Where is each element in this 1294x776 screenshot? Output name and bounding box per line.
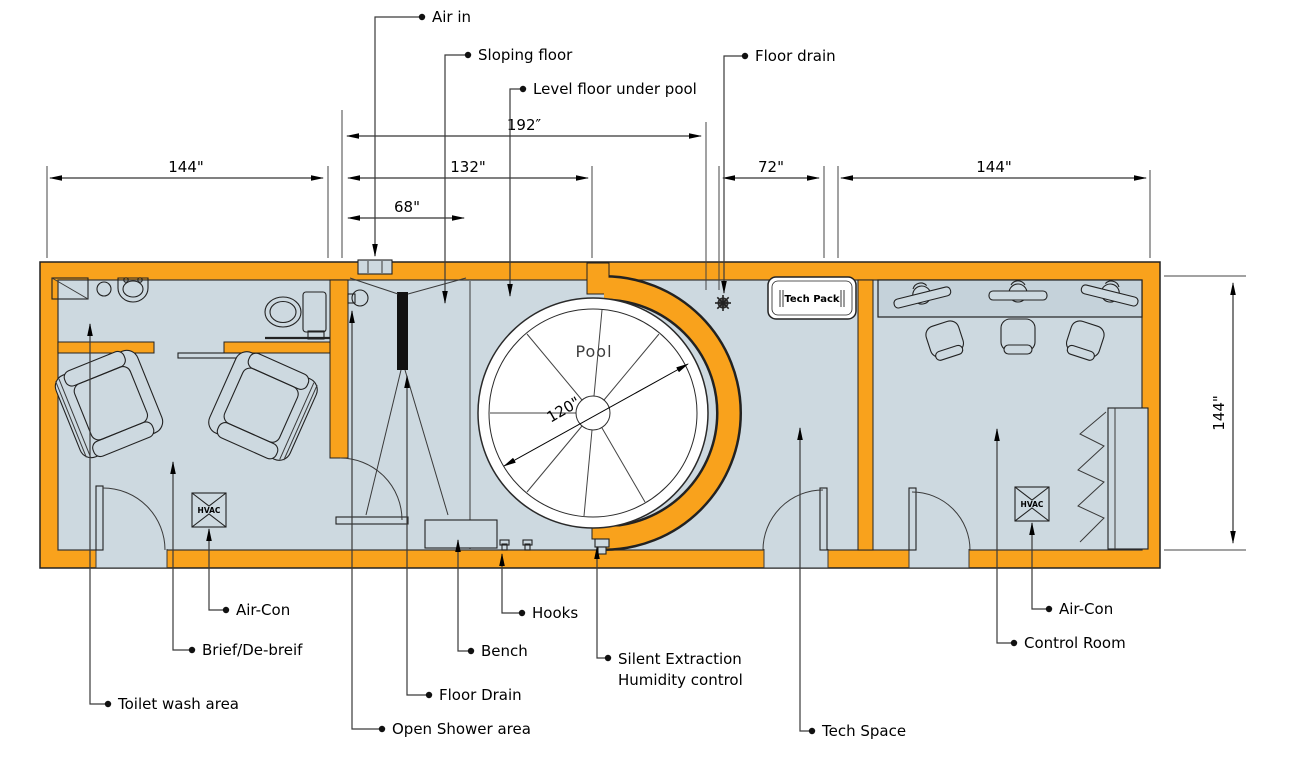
sloping-floor-lines — [349, 277, 467, 516]
toilet-wash-area — [51, 277, 330, 359]
equipment-rack — [1077, 407, 1149, 550]
lamp-icon — [96, 281, 112, 297]
armchair-icon — [54, 349, 164, 459]
office-chair-icon — [1065, 320, 1105, 361]
pool-center-cap — [575, 395, 611, 431]
pool-arc-wall — [586, 262, 742, 551]
shower-head-mount — [347, 293, 356, 304]
dim-control-room: 144" — [976, 158, 1012, 176]
door-leaf — [95, 485, 104, 551]
callout-silent-extraction-line2: Humidity control — [618, 671, 743, 689]
office-chair-icon — [1000, 318, 1036, 355]
tech-space-door — [762, 487, 829, 568]
callout-silent-extraction-line1: Silent Extraction — [618, 650, 742, 668]
hvac-unit: HVAC — [1014, 486, 1050, 522]
workstation-icon — [988, 280, 1048, 303]
callout-sloping-floor: Sloping floor — [478, 46, 573, 64]
toilet-room-wall-left — [57, 341, 155, 354]
callout-level-floor: Level floor under pool — [533, 80, 697, 98]
tech-space: Tech Pack — [715, 276, 857, 320]
pool: 120" Pool — [477, 297, 709, 529]
pool-label: Pool — [575, 342, 612, 361]
armchair-icon — [208, 351, 318, 461]
callout-bench: Bench — [481, 642, 528, 660]
dim-shower: 68" — [394, 198, 420, 216]
callout-air-con-left: Air-Con — [236, 601, 290, 619]
acoustic-zigzag — [1077, 411, 1107, 543]
control-room-wall — [857, 279, 874, 551]
brief-room-door — [95, 485, 168, 568]
dim-left-room: 144" — [168, 158, 204, 176]
dim-corridor: 132" — [450, 158, 486, 176]
shower-corridor — [347, 259, 533, 551]
hvac-label: HVAC — [1021, 500, 1044, 509]
pool-inner-rim — [488, 308, 698, 518]
interior-walls — [57, 279, 874, 551]
callout-control-room: Control Room — [1024, 634, 1126, 652]
control-room: HVAC — [877, 279, 1149, 550]
floor-drain-icon — [715, 295, 731, 311]
workstation-icon — [1080, 280, 1139, 307]
callout-tech-space: Tech Space — [821, 722, 906, 740]
callout-air-in: Air in — [432, 8, 471, 26]
callout-open-shower: Open Shower area — [392, 720, 531, 738]
door-leaf — [908, 487, 917, 551]
toilet-room-wall-right — [223, 341, 331, 354]
door-leaf — [819, 487, 828, 551]
dim-depth: 144" — [1210, 395, 1228, 431]
dim-pool-hall: 192″ — [507, 116, 542, 134]
hook-icon — [522, 539, 533, 551]
workstation-icon — [893, 282, 952, 309]
shower-corridor-wall — [329, 279, 349, 459]
shower-head-icon — [351, 289, 369, 307]
tech-pack-label: Tech Pack — [784, 294, 840, 305]
hvac-unit: HVAC — [191, 492, 227, 528]
tech-pack-box: Tech Pack — [767, 276, 857, 320]
callout-toilet-wash: Toilet wash area — [117, 695, 239, 713]
callout-floor-drain-top: Floor drain — [755, 47, 836, 65]
bench-icon — [424, 519, 498, 549]
control-room-door — [908, 487, 971, 568]
callout-brief-debrief: Brief/De-breif — [202, 641, 303, 659]
callout-air-con-right: Air-Con — [1059, 600, 1113, 618]
callout-floor-drain: Floor Drain — [439, 686, 522, 704]
hvac-label: HVAC — [198, 506, 221, 515]
door-swing-arc — [762, 489, 824, 551]
counter-icon — [51, 277, 89, 300]
dim-tech-space: 72" — [758, 158, 784, 176]
air-in-vent-icon — [357, 259, 393, 275]
door-swing-arc — [102, 487, 166, 551]
door-swing-arc — [911, 491, 971, 551]
callouts: Air in Sloping floor Level floor under p… — [87, 8, 1126, 740]
hook-icon — [499, 539, 510, 551]
callout-hooks: Hooks — [532, 604, 578, 622]
channel-drain-icon — [397, 292, 408, 370]
door-leaf — [335, 516, 409, 525]
toilet-icon — [264, 291, 330, 340]
office-chair-icon — [925, 320, 965, 361]
wash-basin-icon — [117, 277, 149, 303]
dimensions: 144" 132" 68" 192″ 72" 144" 144" — [46, 110, 1246, 551]
pool-diameter-line — [503, 363, 689, 467]
brief-room: HVAC — [54, 349, 318, 528]
